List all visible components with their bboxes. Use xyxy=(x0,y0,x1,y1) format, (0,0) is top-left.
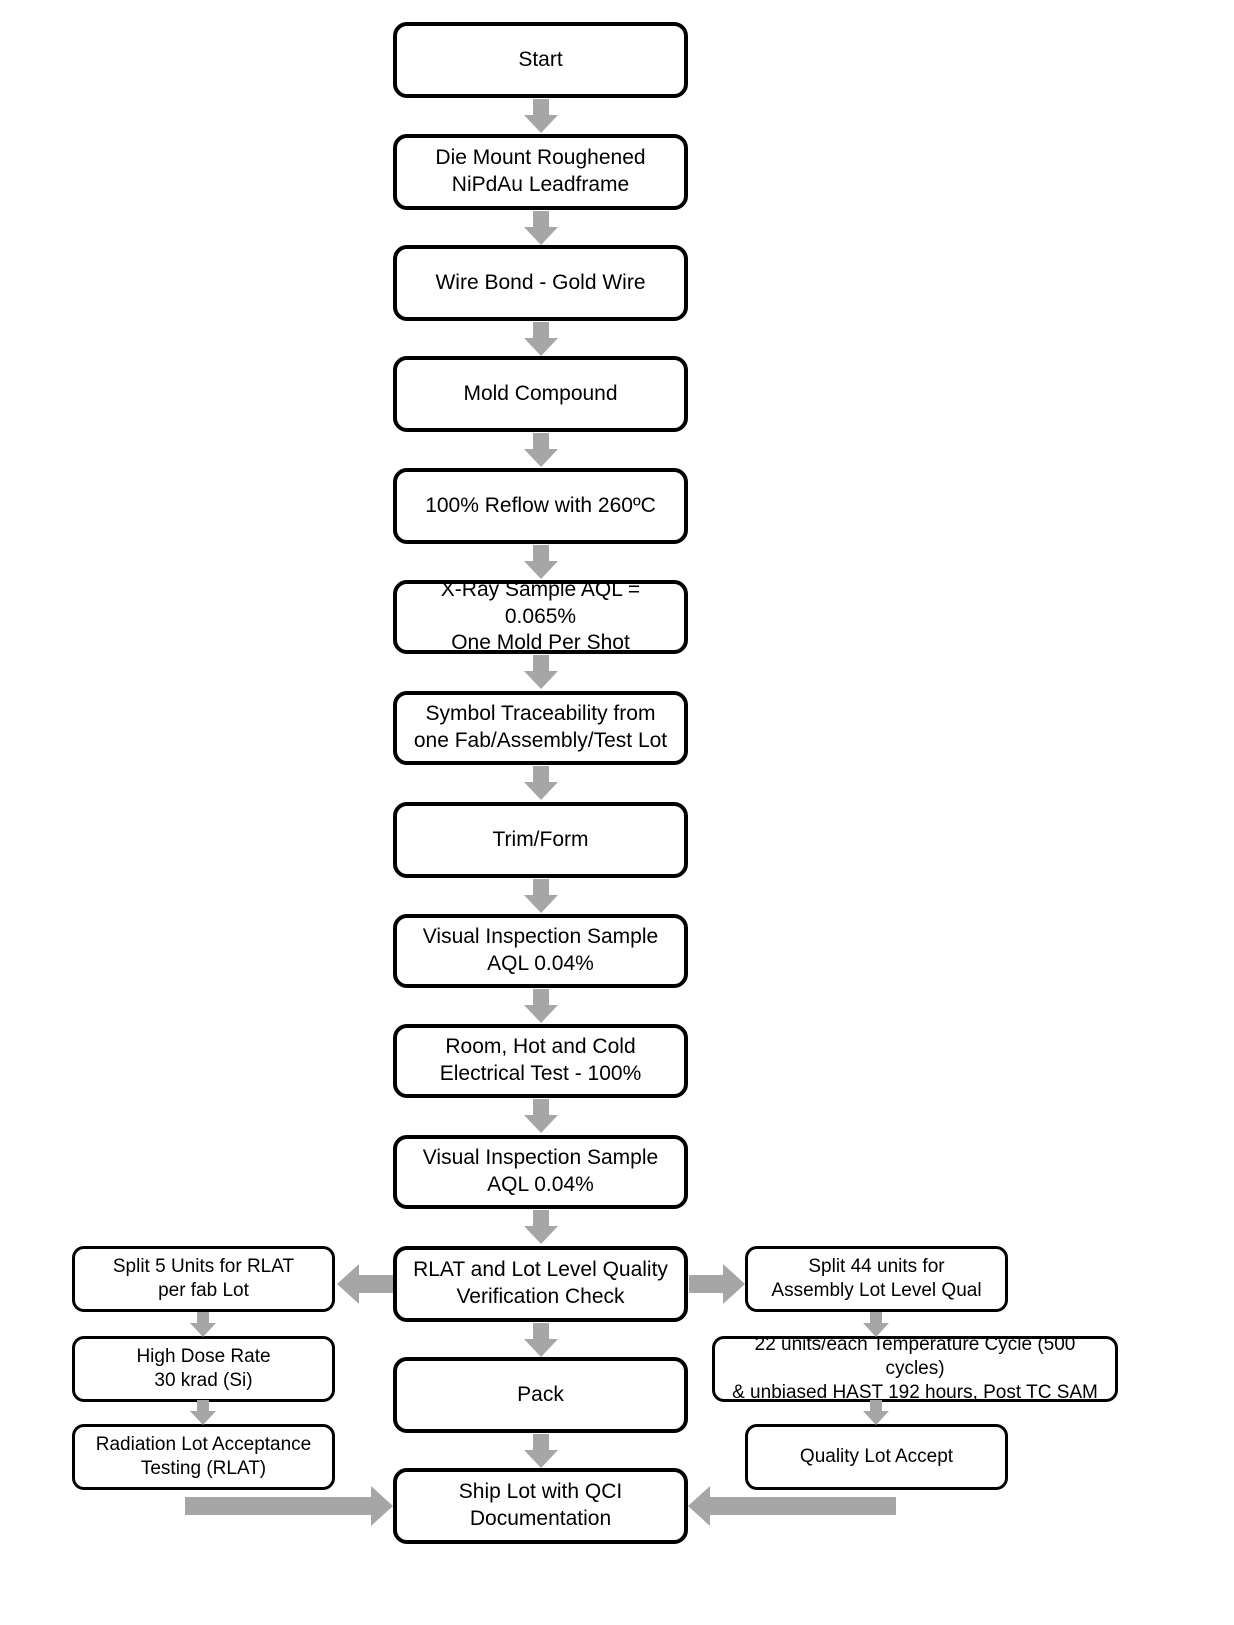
arrow-shaft xyxy=(710,1497,896,1515)
arrow-die-mount-to-wire-bond xyxy=(524,211,558,245)
arrow-shaft xyxy=(533,433,549,450)
arrow-shaft xyxy=(533,322,549,339)
arrow-head xyxy=(688,1486,710,1526)
arrow-head xyxy=(524,895,558,913)
arrow-split-5-to-high-dose xyxy=(190,1312,216,1338)
node-reflow[interactable]: 100% Reflow with 260ºC xyxy=(393,468,688,544)
node-start[interactable]: Start xyxy=(393,22,688,98)
arrow-temp-cycle-to-quality-accept xyxy=(863,1400,889,1426)
arrow-head xyxy=(723,1264,745,1304)
arrow-high-dose-to-rlat-testing xyxy=(190,1400,216,1426)
arrow-head xyxy=(524,1115,558,1133)
arrow-trim-to-visual-1 xyxy=(524,879,558,913)
arrow-shaft xyxy=(689,1275,723,1293)
arrow-shaft xyxy=(533,989,549,1006)
node-electrical-test[interactable]: Room, Hot and Cold Electrical Test - 100… xyxy=(393,1024,688,1098)
node-rlat-testing[interactable]: Radiation Lot Acceptance Testing (RLAT) xyxy=(72,1424,335,1490)
arrow-head xyxy=(190,1411,216,1425)
arrow-shaft xyxy=(533,211,549,228)
node-high-dose-rate[interactable]: High Dose Rate 30 krad (Si) xyxy=(72,1336,335,1402)
arrow-rlat-check-to-split-5 xyxy=(337,1264,393,1304)
arrow-quality-accept-to-ship-lot xyxy=(688,1486,896,1526)
arrow-head xyxy=(524,227,558,245)
arrow-wire-bond-to-mold xyxy=(524,322,558,356)
arrow-shaft xyxy=(533,99,549,116)
arrow-mold-to-reflow xyxy=(524,433,558,467)
node-quality-lot-accept[interactable]: Quality Lot Accept xyxy=(745,1424,1008,1490)
arrow-shaft xyxy=(533,879,549,896)
arrow-shaft xyxy=(185,1497,371,1515)
arrow-xray-to-symbol xyxy=(524,655,558,689)
arrow-shaft xyxy=(533,545,549,562)
arrow-split-44-to-temp-cycle xyxy=(863,1312,889,1338)
arrow-head xyxy=(524,1005,558,1023)
arrow-shaft xyxy=(533,1099,549,1116)
arrow-head xyxy=(524,449,558,467)
node-die-mount[interactable]: Die Mount Roughened NiPdAu Leadframe xyxy=(393,134,688,210)
arrow-rlat-check-to-pack xyxy=(524,1323,558,1357)
arrow-shaft xyxy=(870,1312,882,1324)
arrow-shaft xyxy=(359,1275,393,1293)
arrow-head xyxy=(524,782,558,800)
node-visual-inspection-2[interactable]: Visual Inspection Sample AQL 0.04% xyxy=(393,1135,688,1209)
arrow-head xyxy=(863,1411,889,1425)
arrow-shaft xyxy=(533,766,549,783)
arrow-head xyxy=(524,1226,558,1244)
arrow-visual-2-to-rlat-check xyxy=(524,1210,558,1244)
arrow-head xyxy=(524,1450,558,1468)
node-xray-sample[interactable]: X-Ray Sample AQL = 0.065% One Mold Per S… xyxy=(393,578,688,654)
arrow-electrical-to-visual-2 xyxy=(524,1099,558,1133)
node-symbol-traceability[interactable]: Symbol Traceability from one Fab/Assembl… xyxy=(393,691,688,765)
arrow-head xyxy=(524,1339,558,1357)
node-pack[interactable]: Pack xyxy=(393,1357,688,1433)
arrow-pack-to-ship-lot xyxy=(524,1434,558,1468)
arrow-head xyxy=(524,115,558,133)
arrow-visual-1-to-electrical xyxy=(524,989,558,1023)
arrow-head xyxy=(190,1323,216,1337)
node-mold-compound[interactable]: Mold Compound xyxy=(393,356,688,432)
arrow-head xyxy=(524,671,558,689)
arrow-head xyxy=(863,1323,889,1337)
arrow-head xyxy=(524,561,558,579)
arrow-shaft xyxy=(197,1400,209,1412)
arrow-shaft xyxy=(533,1434,549,1451)
node-temp-cycle-hast[interactable]: 22 units/each Temperature Cycle (500 cyc… xyxy=(712,1334,1118,1403)
arrow-shaft xyxy=(533,1210,549,1227)
arrow-rlat-testing-to-ship-lot xyxy=(185,1486,393,1526)
arrow-head xyxy=(337,1264,359,1304)
node-split-44-units[interactable]: Split 44 units for Assembly Lot Level Qu… xyxy=(745,1246,1008,1312)
arrow-rlat-check-to-split-44 xyxy=(689,1264,745,1304)
arrow-head xyxy=(371,1486,393,1526)
arrow-shaft xyxy=(533,1323,549,1340)
arrow-head xyxy=(524,338,558,356)
node-rlat-verification-check[interactable]: RLAT and Lot Level Quality Verification … xyxy=(393,1246,688,1322)
node-visual-inspection-1[interactable]: Visual Inspection Sample AQL 0.04% xyxy=(393,914,688,988)
arrow-shaft xyxy=(533,655,549,672)
arrow-start-to-die-mount xyxy=(524,99,558,133)
node-wire-bond[interactable]: Wire Bond - Gold Wire xyxy=(393,245,688,321)
arrow-symbol-to-trim xyxy=(524,766,558,800)
node-trim-form[interactable]: Trim/Form xyxy=(393,802,688,878)
arrow-shaft xyxy=(870,1400,882,1412)
arrow-reflow-to-xray xyxy=(524,545,558,579)
node-split-5-units[interactable]: Split 5 Units for RLAT per fab Lot xyxy=(72,1246,335,1312)
arrow-shaft xyxy=(197,1312,209,1324)
node-ship-lot[interactable]: Ship Lot with QCI Documentation xyxy=(393,1468,688,1544)
